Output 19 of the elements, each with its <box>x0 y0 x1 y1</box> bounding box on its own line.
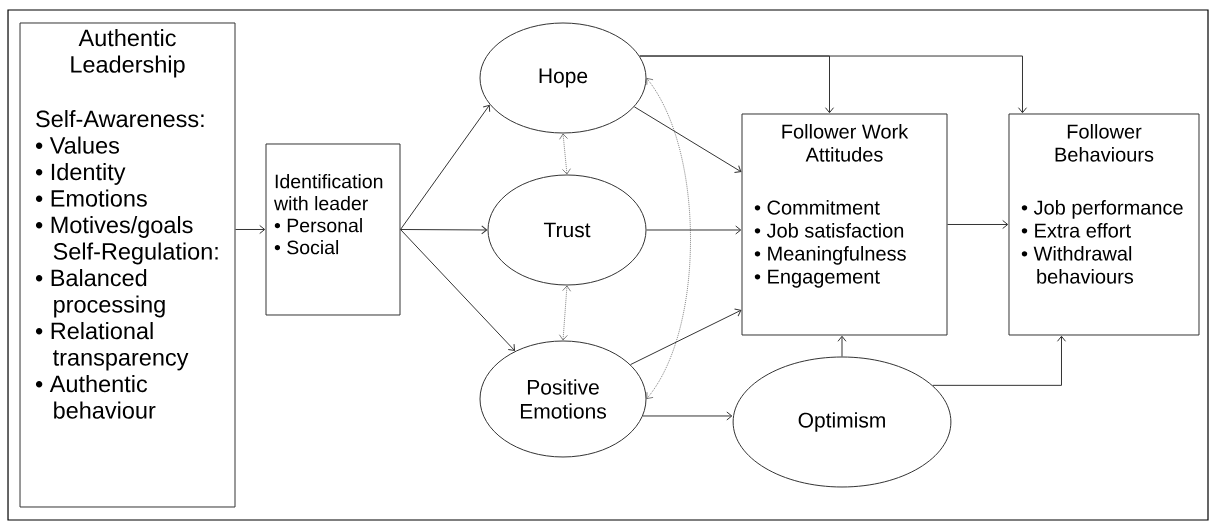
arrow <box>932 335 1066 386</box>
arrow <box>646 225 742 235</box>
arrow <box>559 133 571 175</box>
arrow <box>235 225 266 234</box>
arrow <box>630 308 742 366</box>
arrow <box>400 229 516 351</box>
concept-box: Follower Work Attitudes • Commitment • Job satisfaction • Meaningfulness • Engagement <box>741 113 948 336</box>
arrow <box>633 106 742 173</box>
concept-box: Identification with leader • Personal • Social <box>265 143 401 316</box>
arrow <box>642 411 733 421</box>
arrow <box>646 78 691 399</box>
arrow <box>400 225 488 235</box>
arrow <box>639 55 1027 114</box>
arrow <box>947 220 1009 229</box>
arrow <box>400 104 491 230</box>
arrow <box>559 285 571 341</box>
concept-box: Authentic Leadership Self-Awareness: • Values • Identity • Emotions • Motives/goals Self-Regulation: • Balanced processing • Relational transparency • Authentic behaviour <box>19 22 236 508</box>
concept-box: Follower Behaviours • Job performance • Extra effort • Withdrawal behaviours <box>1008 113 1200 336</box>
arrow <box>837 335 847 357</box>
